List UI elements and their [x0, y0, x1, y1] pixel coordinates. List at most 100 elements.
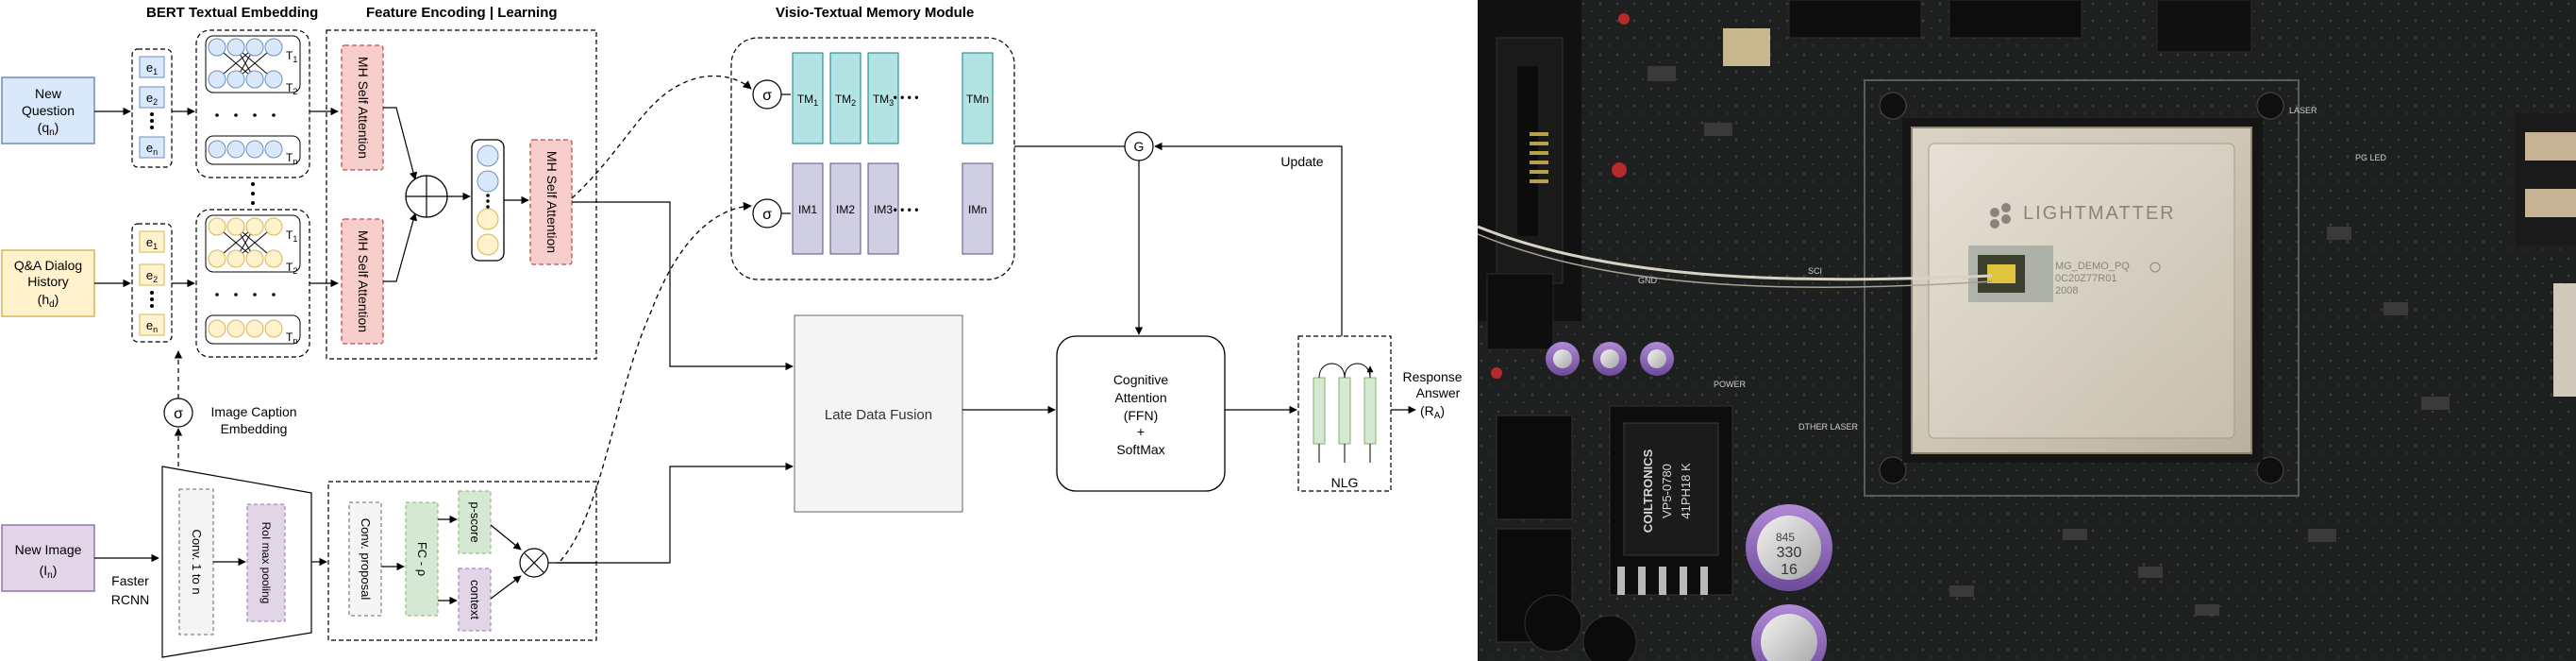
- svg-text:FC - ρ: FC - ρ: [415, 542, 429, 576]
- token-T-label: T2: [286, 261, 297, 276]
- embedding-node: [245, 319, 264, 338]
- memory-cell-label: TM3: [873, 93, 894, 108]
- response-answer-label: Response Answer (RA): [1402, 369, 1462, 421]
- memory-gate: G: [1124, 131, 1154, 161]
- chip-marking-1: MG_DEMO_PQ: [2055, 261, 2130, 272]
- ellipsis-dot: [215, 293, 219, 297]
- svg-text:MH Self Attention: MH Self Attention: [544, 151, 560, 253]
- svg-text:(RA): (RA): [1420, 403, 1445, 421]
- embedding-node: [208, 319, 226, 338]
- token-T-label: Tn: [286, 151, 297, 166]
- embedding-node: [208, 249, 226, 268]
- svg-text:en: en: [146, 141, 158, 157]
- svg-text:Cognitive: Cognitive: [1113, 372, 1169, 387]
- token-T-label: Tn: [286, 330, 297, 346]
- tm-ellipsis: • • • •: [894, 91, 919, 104]
- circuit-board-photo: LIGHTMATTER MG_DEMO_PQ 0C20Z77R01 2008 C…: [1478, 0, 2576, 661]
- memory-cell-label: TM1: [797, 93, 818, 108]
- svg-text:MH Self Attention: MH Self Attention: [356, 57, 371, 159]
- memory-cell: [829, 162, 861, 255]
- sigma-gate-im: σ: [752, 198, 782, 229]
- mh-self-attention-fused: MH Self Attention: [529, 139, 573, 265]
- cognitive-attention-block: Cognitive Attention (FFN) + SoftMax: [1056, 335, 1226, 492]
- memory-cell-label: TMn: [966, 93, 989, 106]
- svg-text:en: en: [146, 318, 158, 334]
- memory-cell: [792, 162, 824, 255]
- memory-cell: [962, 162, 994, 255]
- svg-text:G: G: [1134, 139, 1145, 154]
- embedding-node: [226, 249, 245, 268]
- svg-text:MH Self Attention: MH Self Attention: [356, 230, 371, 332]
- embedding-node: [245, 70, 264, 89]
- feature-encoding-panel: [326, 29, 597, 360]
- svg-text:NLG: NLG: [1331, 475, 1359, 490]
- embedding-node: [264, 319, 283, 338]
- ellipsis-dot: [234, 293, 238, 297]
- svg-text:Answer: Answer: [1416, 385, 1461, 400]
- embedding-node: [226, 38, 245, 57]
- svg-text:σ: σ: [762, 88, 772, 104]
- chip-marking-3: 2008: [2055, 285, 2078, 297]
- section-title-memory: Visio-Textual Memory Module: [776, 5, 974, 21]
- svg-text:POWER: POWER: [1714, 380, 1747, 389]
- memory-cell-label: IM2: [836, 203, 855, 216]
- embedding-node: [264, 140, 283, 159]
- svg-text:SoftMax: SoftMax: [1116, 442, 1164, 457]
- svg-text:e2: e2: [146, 268, 158, 284]
- caption-label-1: Image Caption: [210, 404, 296, 419]
- svg-text:σ: σ: [762, 207, 772, 223]
- svg-text:845: 845: [1776, 531, 1795, 544]
- svg-text:e1: e1: [146, 60, 158, 76]
- svg-text:COILTRONICS: COILTRONICS: [1641, 449, 1655, 533]
- memory-cell-label: IMn: [968, 203, 987, 216]
- input-question-line2: Question: [22, 103, 75, 118]
- token-column-dialog: e1 e2 en: [131, 223, 173, 343]
- ellipsis-dot: [272, 293, 276, 297]
- svg-text:+: +: [1137, 424, 1145, 439]
- mh-self-attention-question: MH Self Attention: [341, 44, 384, 171]
- svg-text:e2: e2: [146, 91, 158, 107]
- svg-text:(FFN): (FFN): [1124, 408, 1159, 423]
- embedding-node: [226, 217, 245, 236]
- ellipsis-dot: [215, 113, 219, 117]
- fc-rho-block: FC - ρ: [405, 501, 439, 617]
- svg-text:16: 16: [1781, 562, 1798, 578]
- embedding-node: [264, 38, 283, 57]
- late-data-fusion-block: Late Data Fusion: [794, 314, 963, 513]
- embedding-node: [264, 249, 283, 268]
- input-image-line1: New Image: [15, 542, 82, 557]
- svg-text:(hd): (hd): [38, 292, 59, 310]
- ellipsis-dot: [253, 293, 257, 297]
- mh-self-attention-dialog: MH Self Attention: [341, 218, 384, 345]
- faster-rcnn-block: Conv. 1 to n RoI max pooling: [161, 466, 312, 658]
- memory-cell-label: IM3: [874, 203, 893, 216]
- svg-text:41PH18 K: 41PH18 K: [1679, 463, 1693, 519]
- architecture-diagram: BERT Textual Embedding Feature Encoding …: [1, 5, 1463, 658]
- nlg-block: NLG: [1297, 335, 1392, 492]
- chip-marking-2: 0C20Z77R01: [2055, 273, 2116, 284]
- svg-text:σ: σ: [174, 406, 183, 422]
- region-proposal-panel: [327, 481, 597, 641]
- memory-cell: [962, 52, 994, 144]
- svg-text:GND: GND: [1638, 276, 1658, 285]
- svg-text:Response: Response: [1402, 369, 1462, 384]
- conv-proposal-block: Conv. proposal: [348, 501, 382, 617]
- inductor: COILTRONICS VP5-0780 41PH18 K: [1609, 405, 1733, 596]
- svg-text:330: 330: [1777, 545, 1802, 561]
- embedding-node: [208, 140, 226, 159]
- memory-module-panel: [730, 37, 1015, 280]
- input-new-image: New Image (In): [1, 524, 95, 592]
- svg-text:DTHER LASER: DTHER LASER: [1798, 422, 1859, 432]
- embedding-node: [245, 140, 264, 159]
- embedding-node: [208, 217, 226, 236]
- input-new-question: New Question (qn): [1, 76, 95, 144]
- memory-cell: [867, 162, 899, 255]
- embedding-node: [226, 140, 245, 159]
- purple-capacitors: [1546, 342, 1674, 376]
- input-dialog-line1: Q&A Dialog: [14, 258, 82, 273]
- input-question-line1: New: [35, 86, 62, 101]
